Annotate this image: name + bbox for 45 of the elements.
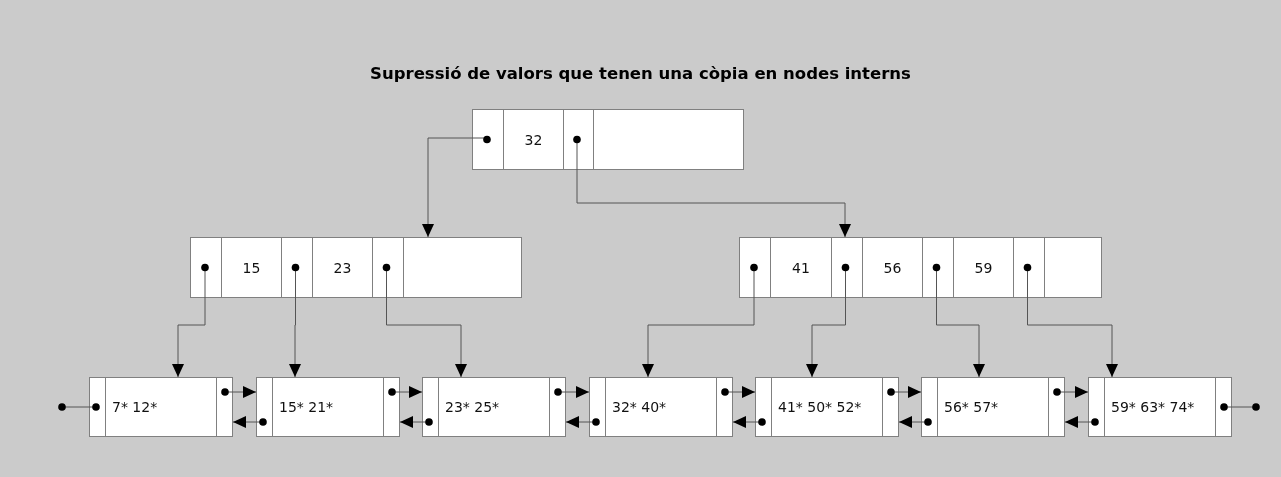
key-value: 41 [792, 259, 810, 276]
diagram-title: Supressió de valors que tenen una còpia en nodes interns [369, 64, 912, 83]
key-values: 59* 63* 74* [1111, 399, 1195, 415]
key-values: 41* 50* 52* [778, 399, 862, 415]
pointer-arrow [388, 386, 423, 398]
pointer-arrow [232, 416, 267, 428]
pointer-arrow [221, 386, 257, 398]
key-value: 23 [333, 259, 352, 276]
leaf-node [256, 377, 400, 437]
pointer-arrow [721, 386, 756, 398]
index-node [739, 237, 1102, 298]
key-value: 59 [974, 259, 993, 276]
leaf-node [1088, 377, 1232, 437]
pointer-arrow [422, 135, 491, 238]
leaf-node [589, 377, 733, 437]
pointer-arrow [554, 386, 590, 398]
leaf-node [89, 377, 233, 437]
key-values: 15* 21* [279, 399, 334, 415]
key-values: 23* 25* [445, 399, 500, 415]
key-value: 15 [242, 259, 261, 276]
leaf-node [921, 377, 1065, 437]
pointer-arrow [573, 135, 851, 238]
pointer-arrow [806, 263, 850, 378]
pointer-arrow [887, 386, 922, 398]
pointer-arrow [399, 416, 433, 428]
key-values: 7* 12* [112, 399, 158, 415]
pointer-arrow [732, 416, 766, 428]
key-values: 56* 57* [944, 399, 999, 415]
pointer-arrow [642, 263, 758, 378]
leaf-node [755, 377, 899, 437]
pointer-arrow [1053, 386, 1089, 398]
pointer-arrow [382, 263, 467, 378]
key-value: 56 [883, 259, 902, 276]
pointer-arrow [932, 263, 985, 378]
pointer-arrow [1023, 263, 1118, 378]
index-node [190, 237, 522, 298]
pointer-arrow [172, 263, 209, 378]
pointer-arrow [565, 416, 600, 428]
index-node [472, 109, 744, 170]
key-value: 32 [524, 131, 543, 148]
key-values: 32* 40* [612, 399, 667, 415]
pointer-arrow [898, 416, 932, 428]
pointer-arrow [289, 263, 301, 378]
pointer-arrow [1064, 416, 1099, 428]
leaf-node [422, 377, 566, 437]
